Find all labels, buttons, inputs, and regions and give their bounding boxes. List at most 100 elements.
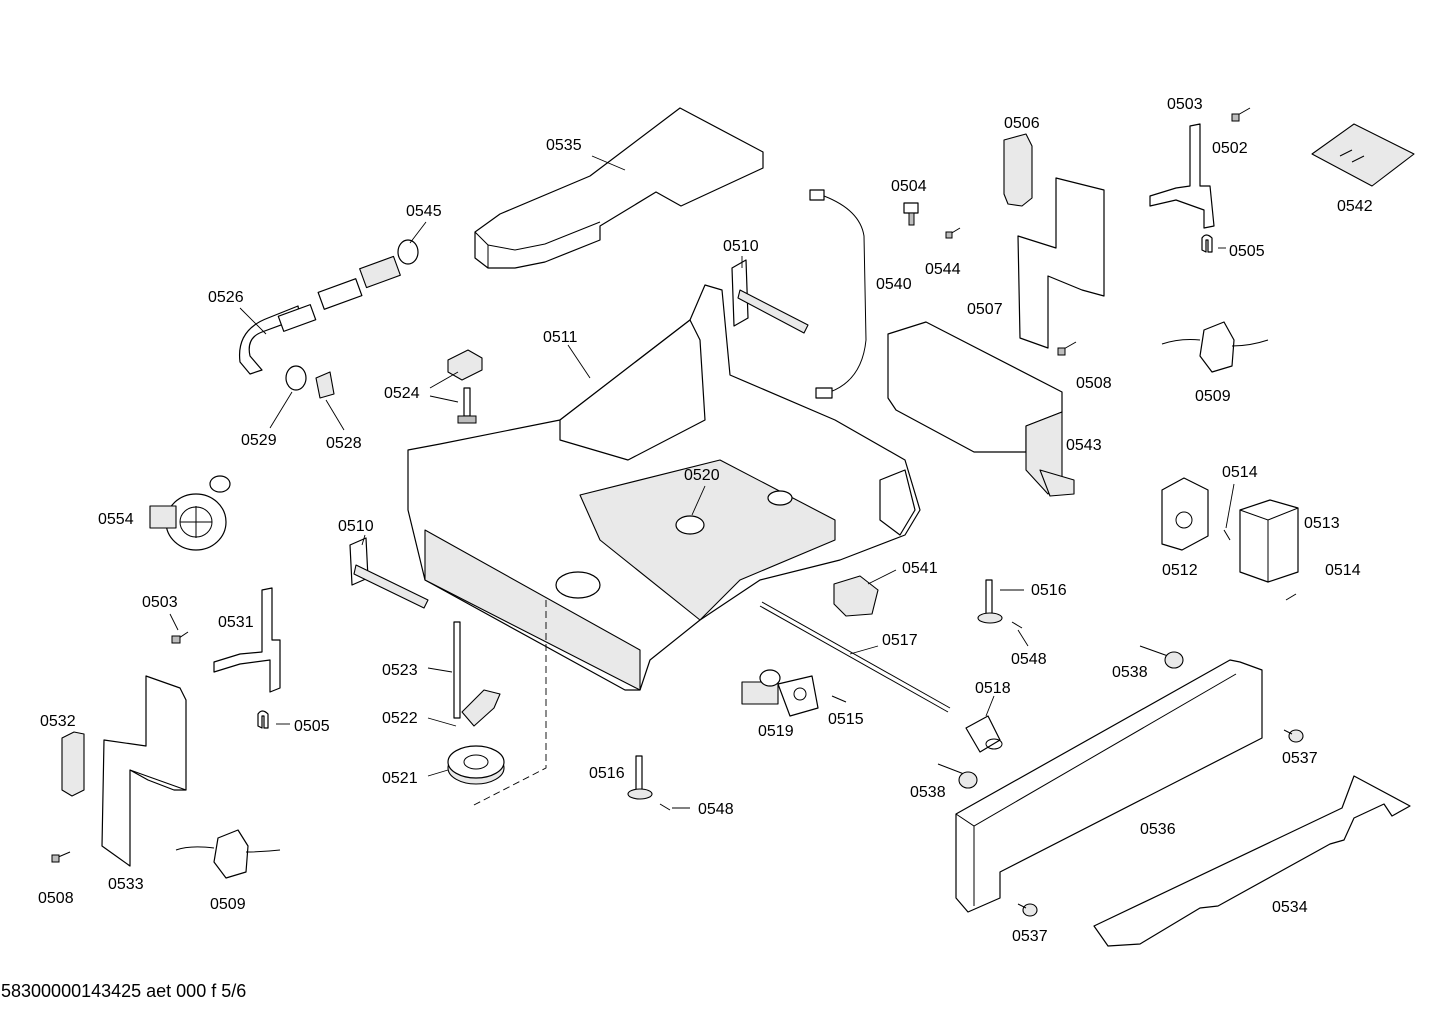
callout-0537-upper: 0537 — [1282, 750, 1318, 767]
callout-0505-right: 0505 — [1229, 243, 1265, 260]
callout-0524: 0524 — [384, 385, 420, 402]
part-0505-clip-right — [1201, 234, 1226, 253]
callout-0513: 0513 — [1304, 515, 1340, 532]
part-0531-bracket — [213, 587, 281, 693]
part-0528-hose-holder — [315, 371, 345, 431]
callout-0554: 0554 — [98, 511, 134, 528]
part-0506-holder — [1003, 133, 1033, 207]
part-0544-screw — [945, 227, 961, 239]
part-0510-spring-upper — [731, 256, 809, 334]
callout-0515: 0515 — [828, 711, 864, 728]
callout-0518: 0518 — [975, 680, 1011, 697]
callout-0504: 0504 — [891, 178, 927, 195]
part-0534-kick-plate — [1093, 775, 1411, 947]
callout-0517: 0517 — [882, 632, 918, 649]
part-0516-foot-upper — [977, 579, 1024, 624]
callout-0534: 0534 — [1272, 899, 1308, 916]
callout-0516-lower: 0516 — [589, 765, 625, 782]
part-0515-screw — [831, 695, 847, 703]
callout-0508-left: 0508 — [38, 890, 74, 907]
callout-0542: 0542 — [1337, 198, 1373, 215]
part-0502-bracket — [1149, 123, 1215, 229]
part-0540-cable — [809, 189, 867, 399]
part-0524-support — [429, 349, 483, 424]
callout-0521: 0521 — [382, 770, 418, 787]
callout-0505-left: 0505 — [294, 718, 330, 735]
part-0516-foot-lower — [627, 755, 653, 800]
callout-0511: 0511 — [543, 329, 578, 346]
part-0538-bolt-upper — [1139, 645, 1184, 669]
callout-0509-right: 0509 — [1195, 388, 1231, 405]
callout-0543: 0543 — [1066, 437, 1102, 454]
part-0535-panel — [474, 107, 764, 269]
callout-0529: 0529 — [241, 432, 277, 449]
callout-0519: 0519 — [758, 723, 794, 740]
part-0548-screw-lower — [659, 803, 690, 811]
callout-0512: 0512 — [1162, 562, 1198, 579]
part-0522-lever — [427, 689, 501, 727]
part-0542-screw-bag — [1311, 123, 1415, 187]
callout-0506: 0506 — [1004, 115, 1040, 132]
callout-0510-lower: 0510 — [338, 518, 374, 535]
callout-0507: 0507 — [967, 301, 1003, 318]
part-0504-sensor-plug — [903, 202, 919, 226]
part-0503-screw-right — [1231, 107, 1251, 122]
callout-0528: 0528 — [326, 435, 362, 452]
callout-0516-upper: 0516 — [1031, 582, 1067, 599]
callout-0502: 0502 — [1212, 140, 1248, 157]
part-0526-drain-hose — [238, 221, 427, 375]
part-0518-foot-sleeve — [965, 695, 1003, 753]
part-0537-screw-upper — [1283, 729, 1304, 743]
part-0513-cover — [1239, 499, 1299, 583]
callout-0537-lower: 0537 — [1012, 928, 1048, 945]
callout-0508-right: 0508 — [1076, 375, 1112, 392]
callout-0531: 0531 — [218, 614, 254, 631]
part-0519-inlet-valve — [741, 669, 819, 717]
part-0517-rod — [759, 601, 951, 713]
callout-0540: 0540 — [876, 276, 912, 293]
part-0512-housing — [1161, 477, 1209, 551]
callout-0548-lower: 0548 — [698, 801, 734, 818]
document-id: 58300000143425 aet 000 f 5/6 — [1, 981, 247, 1001]
callout-0509-left: 0509 — [210, 896, 246, 913]
callout-0533: 0533 — [108, 876, 144, 893]
part-0541-valve — [833, 569, 897, 617]
part-0503-screw-left — [169, 613, 189, 644]
callout-0548-upper: 0548 — [1011, 651, 1047, 668]
callout-0544: 0544 — [925, 261, 961, 278]
callout-0514-lower: 0514 — [1325, 562, 1361, 579]
part-0507-mount-plate — [1017, 177, 1105, 349]
part-0505-clip-left — [257, 710, 290, 729]
part-0548-screw-upper — [1011, 621, 1029, 647]
part-0508-screw-right — [1057, 341, 1077, 356]
callout-0523: 0523 — [382, 662, 418, 679]
part-0521-sump — [427, 600, 547, 807]
part-0510-spring-lower — [349, 534, 429, 609]
callout-0522: 0522 — [382, 710, 418, 727]
part-0514-screw-upper — [1223, 483, 1235, 541]
callout-0541: 0541 — [902, 560, 938, 577]
part-0509-sensor-left — [175, 829, 281, 879]
part-0529-hose-clamp — [269, 365, 307, 429]
callout-0510-upper: 0510 — [723, 238, 759, 255]
callout-0532: 0532 — [40, 713, 76, 730]
part-0537-screw-lower — [1017, 903, 1038, 917]
callout-0545: 0545 — [406, 203, 442, 220]
callout-0503-right: 0503 — [1167, 96, 1203, 113]
part-0543-control-module — [887, 321, 1075, 497]
part-0538-bolt-lower — [937, 763, 978, 789]
callout-0520: 0520 — [684, 467, 720, 484]
part-0533-bracket-large — [101, 675, 187, 867]
part-0523-float-rod — [427, 621, 461, 719]
callout-0536: 0536 — [1140, 821, 1176, 838]
part-0508-screw-left — [51, 851, 71, 863]
callout-0535: 0535 — [546, 137, 582, 154]
part-0509-sensor-right — [1161, 321, 1269, 373]
callout-0526: 0526 — [208, 289, 244, 306]
callout-0538-lower: 0538 — [910, 784, 946, 801]
part-0554-circulation-pump — [149, 475, 231, 551]
part-0511-base-tub — [407, 284, 921, 691]
callout-0514-upper: 0514 — [1222, 464, 1258, 481]
part-0514-screw-lower — [1285, 593, 1297, 601]
